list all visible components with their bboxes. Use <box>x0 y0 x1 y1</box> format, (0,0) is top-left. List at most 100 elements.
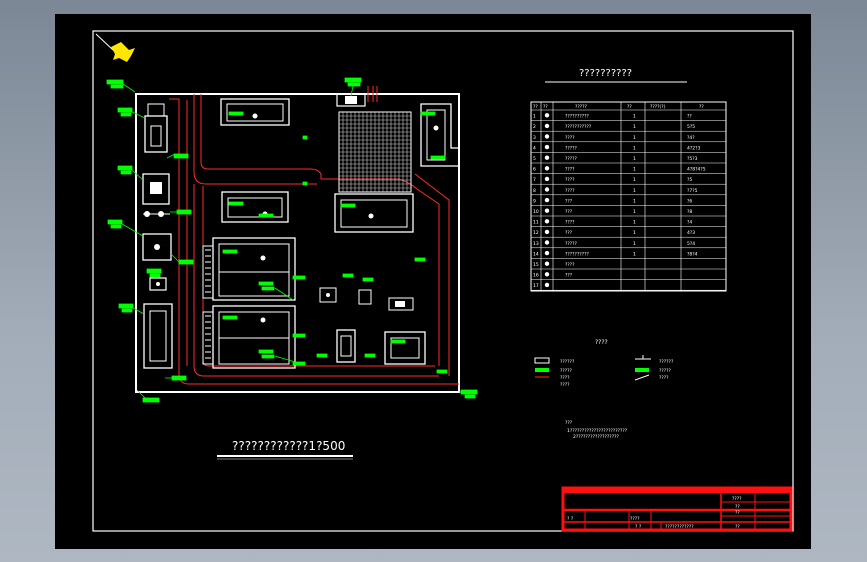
table-cell-size: ?4? <box>687 135 695 141</box>
table-cell-size: ?4 <box>687 220 692 226</box>
table-cell-name: ???? <box>565 188 575 194</box>
table-cell-name: ?????????? <box>565 251 589 257</box>
table-header-cell: ?? <box>543 104 548 110</box>
building-regulating-tank <box>221 191 289 223</box>
table-cell-no: 5 <box>533 156 536 162</box>
table-cell-no: 13 <box>533 241 539 247</box>
table-cell-no: 12 <box>533 230 539 236</box>
site-plan <box>135 86 460 393</box>
table-cell-qty: 1 <box>633 145 636 151</box>
inner-border-frame <box>92 30 794 532</box>
table-cell-qty: 1 <box>633 241 636 247</box>
table-symbol-icon <box>544 208 550 213</box>
table-cell-no: 7 <box>533 177 536 183</box>
table-cell-no: 9 <box>533 198 536 204</box>
table-cell-name: ????? <box>565 156 578 162</box>
notes-title: ??? <box>565 420 573 426</box>
table-cell-qty: 1 <box>633 198 636 204</box>
legend-symbol-building <box>534 357 550 364</box>
building-office <box>420 103 460 167</box>
table-cell-size: ?? <box>687 114 692 120</box>
title-block-cell: ?? <box>735 510 740 516</box>
table-cell-name: ????? <box>565 241 578 247</box>
table-symbol-icon <box>544 240 550 245</box>
table-symbol-icon <box>544 219 550 224</box>
table-cell-size: ?8 <box>687 209 692 215</box>
building-pump-house <box>142 173 170 205</box>
title-block-cell: ???? <box>732 496 742 502</box>
table-cell-no: 15 <box>533 262 539 268</box>
table-cell-name: ??? <box>565 209 573 215</box>
table-symbol-icon <box>544 113 550 118</box>
legend-label: ????? <box>560 368 573 374</box>
notes: ??? 1???????????????????????? 2?????????… <box>565 420 628 440</box>
table-cell-no: 11 <box>533 220 539 226</box>
drawing-sheet[interactable]: ????????????1?500 ?????????? ?? ?? ?????… <box>55 14 811 549</box>
north-arrow-icon <box>95 33 135 62</box>
cad-drawing-canvas[interactable]: ????????????1?500 ?????????? ?? ?? ?????… <box>55 14 811 549</box>
title-block-cell: ???? <box>630 516 640 522</box>
table-symbol-icon <box>544 229 550 235</box>
title-block-cell: ?? <box>735 504 740 510</box>
table-cell-qty: 1 <box>633 135 636 141</box>
filter-grid-block <box>338 111 412 193</box>
table-cell-name: ??? <box>565 198 573 204</box>
legend-symbol-green <box>635 368 649 372</box>
legend-label: ?????? <box>560 359 575 365</box>
table-symbol-icon <box>544 176 550 182</box>
title-block-cell: ? ? <box>567 516 574 522</box>
table-cell-size: 5?5 <box>687 124 695 130</box>
title-block-cell: ?? <box>735 524 740 530</box>
table-cell-qty: 1 <box>633 156 636 162</box>
note-line: 1???????????????????????? <box>567 428 628 434</box>
legend-symbol-label <box>535 368 549 372</box>
table-cell-name: ??????????? <box>565 124 592 130</box>
equipment-table: ?? ?? ????? ?? ????(?) ?? 1??????????1??… <box>530 101 727 292</box>
table-symbol-icon <box>544 187 550 192</box>
table-cell-name: ??? <box>565 273 573 279</box>
table-cell-qty: 1 <box>633 220 636 226</box>
equipment-table-title: ?????????? <box>579 68 632 79</box>
building-sedimentation-tank <box>334 193 414 233</box>
table-cell-no: 16 <box>533 273 539 279</box>
building-dosing-room <box>336 329 356 363</box>
table-cell-qty: 1 <box>633 188 636 194</box>
table-cell-size: ?8?4 <box>687 251 698 257</box>
table-header-cell: ?? <box>533 104 538 110</box>
building-sludge-tank <box>143 303 173 369</box>
table-cell-name: ????? <box>565 145 578 151</box>
table-cell-name: ??? <box>565 230 573 236</box>
table-header-cell: ????(?) <box>650 104 666 110</box>
table-symbol-icon <box>544 272 550 277</box>
table-cell-no: 6 <box>533 167 536 173</box>
table-cell-size: ?6 <box>687 198 692 204</box>
building-grit-chamber <box>220 98 290 126</box>
table-symbol-icon <box>544 282 550 288</box>
legend-label: ?????? <box>659 359 674 365</box>
table-symbol-icon <box>544 261 550 266</box>
table-cell-size: 5?4 <box>687 241 695 247</box>
table-cell-no: 8 <box>533 188 536 194</box>
building-gatehouse <box>144 115 168 153</box>
table-symbol-icon <box>544 144 550 150</box>
table-cell-size: ?5?3 <box>687 156 698 162</box>
table-cell-no: 17 <box>533 283 539 289</box>
legend-label: ????? <box>659 368 672 374</box>
legend-label: ???? <box>659 375 669 381</box>
legend-label: ???? <box>560 375 570 381</box>
building-tank-small <box>142 233 172 261</box>
table-cell-qty: 1 <box>633 114 636 120</box>
table-cell-qty: 1 <box>633 251 636 257</box>
table-symbol-icon <box>544 123 550 129</box>
title-block-cell: ? ? <box>635 524 642 530</box>
table-cell-qty: 1 <box>633 167 636 173</box>
table-cell-name: ???? <box>565 262 575 268</box>
table-cell-no: 2 <box>533 124 536 130</box>
table-cell-qty: 1 <box>633 230 636 236</box>
table-cell-name: ???? <box>565 135 575 141</box>
table-cell-qty: 1 <box>633 124 636 130</box>
table-cell-no: 14 <box>533 251 539 257</box>
table-cell-size: 4?2?3 <box>687 145 701 151</box>
table-cell-size: ?5 <box>687 177 692 183</box>
legend-title: ???? <box>595 339 608 346</box>
